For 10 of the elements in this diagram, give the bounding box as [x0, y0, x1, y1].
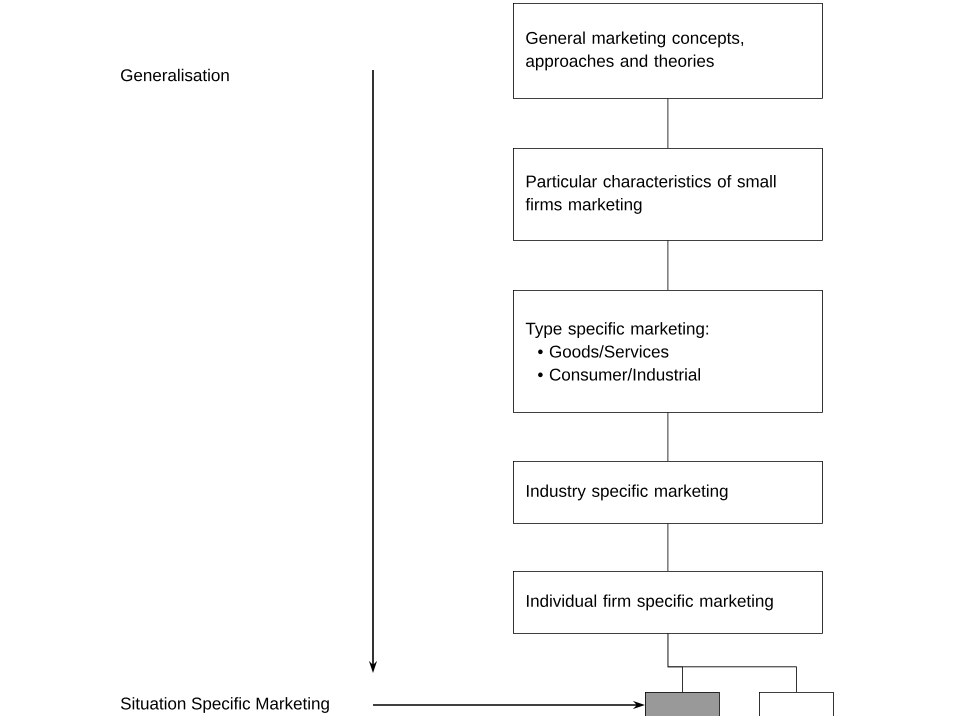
connector	[668, 633, 797, 692]
small-box	[645, 692, 720, 716]
process-box: Industry specific marketing	[513, 461, 823, 524]
process-box: Particular characteristics of small firms marketing	[513, 148, 823, 241]
process-box: Type specific marketing: • Goods/Services • Consumer/Industrial	[513, 290, 823, 413]
side-label: Situation Specific Marketing	[120, 697, 329, 713]
process-box: General marketing concepts, approaches and theories	[513, 3, 823, 99]
process-box: Individual firm specific marketing	[513, 571, 823, 634]
side-label: Generalisation	[121, 68, 229, 82]
small-box	[759, 692, 834, 716]
